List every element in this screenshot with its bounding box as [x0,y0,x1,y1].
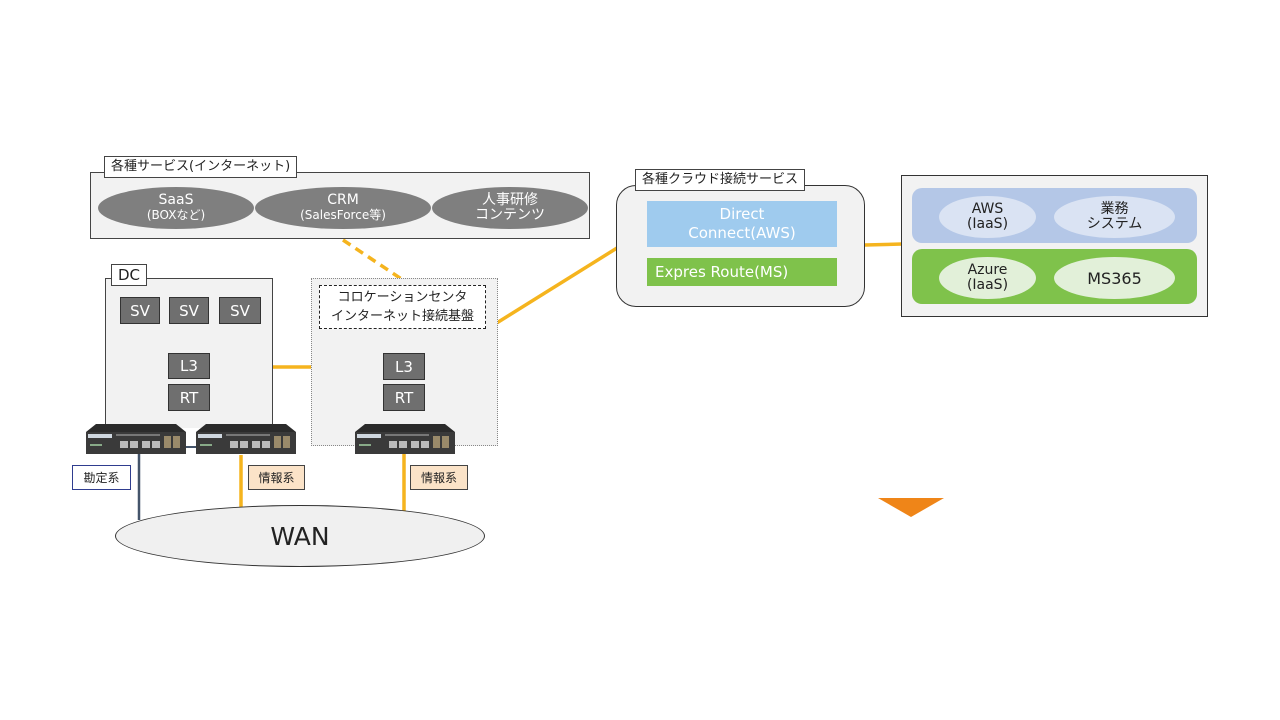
express-route-label: Expres Route(MS) [655,263,789,281]
service-saas-note: (BOXなど) [146,208,206,222]
cloud-aws-iaas[interactable]: AWS (IaaS) [939,196,1036,238]
accounting-system-label: 勘定系 [72,465,131,490]
dc-l3-switch[interactable]: L3 [168,353,210,379]
dc-server-3[interactable]: SV [219,297,261,324]
dc-network-device-1[interactable] [86,424,186,454]
direct-connect-line1: Direct [719,205,765,223]
direct-connect-aws[interactable]: Direct Connect(AWS) [647,201,837,247]
service-saas[interactable]: SaaS (BOXなど) [98,187,254,229]
dc-network-device-2[interactable] [196,424,296,454]
colo-network-device[interactable] [355,424,455,454]
aws-type: (IaaS) [966,216,1009,232]
colocation-label-line2: インターネット接続基盤 [330,309,474,324]
link-cloud-services [864,242,903,247]
service-hr-training[interactable]: 人事研修 コンテンツ [432,187,588,229]
wan-cloud[interactable]: WAN [115,505,485,567]
colocation-label-box: コロケーションセンタ インターネット接続基盤 [319,285,486,329]
ms365-name: MS365 [1087,268,1142,288]
service-crm-name: CRM [327,192,359,208]
cloud-ms365[interactable]: MS365 [1054,257,1175,299]
service-crm[interactable]: CRM (SalesForce等) [255,187,431,229]
service-crm-note: (SalesForce等) [300,208,386,222]
cloud-business-system[interactable]: 業務 システム [1054,196,1175,238]
azure-type: (IaaS) [966,277,1009,293]
business-line2: システム [1086,216,1143,232]
colocation-label-line1: コロケーションセンタ [337,290,468,305]
dashed-link-internet [342,238,404,282]
aws-name: AWS [971,201,1004,217]
dc-label: DC [111,264,148,286]
direct-connect-line2: Connect(AWS) [688,224,796,242]
internet-services-label: 各種サービス(インターネット) [104,156,298,178]
dc-server-1[interactable]: SV [120,297,160,324]
azure-name: Azure [967,262,1008,278]
wan-label: WAN [270,521,330,551]
colo-l3-switch[interactable]: L3 [383,353,425,380]
colo-router[interactable]: RT [383,384,425,411]
dc-info-system-label: 情報系 [248,465,305,490]
service-hr-name: 人事研修 [482,192,538,208]
service-hr-note: コンテンツ [475,207,545,223]
cloud-azure-iaas[interactable]: Azure (IaaS) [939,257,1036,299]
colo-info-system-label: 情報系 [410,465,468,490]
business-line1: 業務 [1100,201,1129,217]
express-route-ms[interactable]: Expres Route(MS) [647,258,837,286]
arrow-down-icon [878,498,944,517]
service-saas-name: SaaS [158,192,194,208]
cloud-connect-label: 各種クラウド接続サービス [635,169,806,191]
dc-router[interactable]: RT [168,384,210,411]
dc-server-2[interactable]: SV [169,297,209,324]
